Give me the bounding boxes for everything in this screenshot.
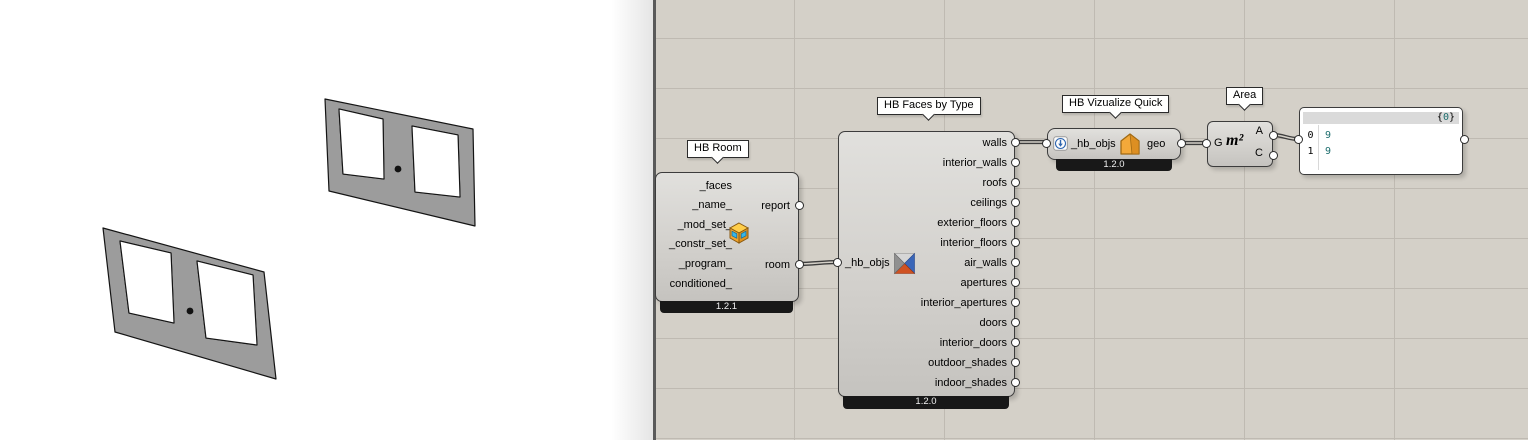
output-port-walls[interactable] — [1011, 138, 1020, 147]
room-center-point — [186, 307, 194, 315]
output-label[interactable]: apertures — [960, 277, 1007, 289]
output-port-indoor-shades[interactable] — [1011, 378, 1020, 387]
output-port-centroid[interactable] — [1269, 151, 1278, 160]
output-label[interactable]: doors — [979, 317, 1007, 329]
output-port-room[interactable] — [795, 260, 804, 269]
panel-output-port[interactable] — [1459, 135, 1469, 144]
component-nametag-hb-room: HB Room — [687, 140, 749, 158]
panel-path-header: {0} — [1303, 112, 1459, 124]
row-value: 9 — [1325, 146, 1332, 157]
hb-faces-by-type-component[interactable]: _hb_objs walls interior_walls roofs ceil… — [833, 131, 1020, 409]
version-bar: 1.2.1 — [660, 301, 793, 313]
input-label[interactable]: conditioned_ — [669, 278, 732, 290]
input-port-geometry[interactable] — [1202, 139, 1211, 148]
internalize-down-arrow-icon[interactable] — [1053, 136, 1068, 151]
output-label[interactable]: walls — [982, 137, 1007, 149]
input-label[interactable]: _faces — [699, 180, 732, 192]
input-label[interactable]: _constr_set_ — [669, 238, 732, 250]
output-label[interactable]: roofs — [982, 177, 1007, 189]
input-label[interactable]: _mod_set_ — [677, 219, 732, 231]
input-label[interactable]: _hb_objs — [1071, 138, 1116, 150]
viewport-edge-shadow — [611, 0, 653, 440]
output-port-exterior-floors[interactable] — [1011, 218, 1020, 227]
panel-row: 0 9 — [1303, 128, 1459, 144]
area-component[interactable]: G m² A C — [1202, 121, 1278, 167]
output-port-outdoor-shades[interactable] — [1011, 358, 1020, 367]
output-port-doors[interactable] — [1011, 318, 1020, 327]
faces-by-type-arrows-icon — [893, 252, 916, 275]
viewport-geometry[interactable] — [0, 0, 653, 440]
panel-index-divider — [1318, 125, 1319, 170]
input-label[interactable]: G — [1214, 137, 1223, 149]
input-label[interactable]: _name_ — [692, 199, 732, 211]
honeybee-house-icon — [1120, 133, 1140, 155]
rhino-viewport[interactable] — [0, 0, 653, 440]
path-key: 0 — [1442, 112, 1449, 123]
input-label[interactable]: _hb_objs — [845, 257, 890, 269]
row-index: 0 — [1307, 130, 1314, 141]
output-label[interactable]: interior_walls — [942, 157, 1007, 169]
nametag-label: HB Room — [694, 142, 742, 154]
hb-room-component[interactable]: _faces _name_ _mod_set_ _constr_set_ _pr… — [655, 172, 804, 313]
output-label[interactable]: interior_floors — [940, 237, 1007, 249]
output-label[interactable]: report — [761, 200, 790, 212]
output-label[interactable]: outdoor_shades — [928, 357, 1007, 369]
wall-panel-lower[interactable] — [102, 227, 277, 380]
row-value: 9 — [1325, 130, 1332, 141]
room-center-point — [394, 165, 402, 173]
version-bar: 1.2.0 — [843, 396, 1009, 409]
output-label[interactable]: A — [1255, 125, 1263, 137]
output-label[interactable]: ceilings — [970, 197, 1007, 209]
path-open-brace: { — [1436, 112, 1443, 123]
wall-panel-upper[interactable] — [324, 98, 476, 227]
component-nametag-hb-vizualize-quick: HB Vizualize Quick — [1062, 95, 1170, 113]
component-nametag-hb-faces-by-type: HB Faces by Type — [877, 97, 981, 115]
input-port-hb-objs[interactable] — [833, 258, 842, 267]
panel-input-port[interactable] — [1293, 135, 1303, 144]
nametag-label: HB Faces by Type — [884, 99, 974, 111]
output-port-geo[interactable] — [1177, 139, 1186, 148]
output-port-air-walls[interactable] — [1011, 258, 1020, 267]
input-label[interactable]: _program_ — [678, 258, 732, 270]
output-label[interactable]: exterior_floors — [937, 217, 1007, 229]
row-index: 1 — [1307, 146, 1314, 157]
output-label[interactable]: room — [764, 259, 790, 271]
output-port-interior-walls[interactable] — [1011, 158, 1020, 167]
output-label[interactable]: C — [1255, 147, 1263, 159]
honeybee-room-cube-icon — [728, 222, 750, 244]
component-nametag-area: Area — [1226, 87, 1264, 105]
path-close-brace: } — [1448, 112, 1455, 123]
output-label[interactable]: interior_apertures — [920, 297, 1007, 309]
output-label[interactable]: indoor_shades — [934, 377, 1007, 389]
nametag-label: Area — [1233, 89, 1257, 101]
nametag-label: HB Vizualize Quick — [1069, 97, 1163, 109]
output-port-apertures[interactable] — [1011, 278, 1020, 287]
area-m2-symbol: m² — [1226, 132, 1244, 149]
output-port-report[interactable] — [795, 201, 804, 210]
hb-vizualize-quick-component[interactable]: _hb_objs geo 1.2.0 — [1042, 128, 1186, 171]
version-bar: 1.2.0 — [1056, 159, 1172, 171]
output-label[interactable]: air_walls — [964, 257, 1007, 269]
output-port-area[interactable] — [1269, 131, 1278, 140]
output-port-interior-apertures[interactable] — [1011, 298, 1020, 307]
output-port-interior-doors[interactable] — [1011, 338, 1020, 347]
output-port-interior-floors[interactable] — [1011, 238, 1020, 247]
input-port-hb-objs[interactable] — [1042, 139, 1051, 148]
grasshopper-canvas[interactable] — [653, 0, 1528, 440]
output-label[interactable]: geo — [1147, 138, 1166, 150]
output-port-ceilings[interactable] — [1011, 198, 1020, 207]
gh-panel-component[interactable]: {0} 0 9 1 9 — [1293, 107, 1469, 175]
aperture-hole — [338, 108, 461, 198]
panel-row: 1 9 — [1303, 144, 1459, 160]
output-port-roofs[interactable] — [1011, 178, 1020, 187]
aperture-hole — [119, 240, 258, 346]
output-label[interactable]: interior_doors — [939, 337, 1007, 349]
